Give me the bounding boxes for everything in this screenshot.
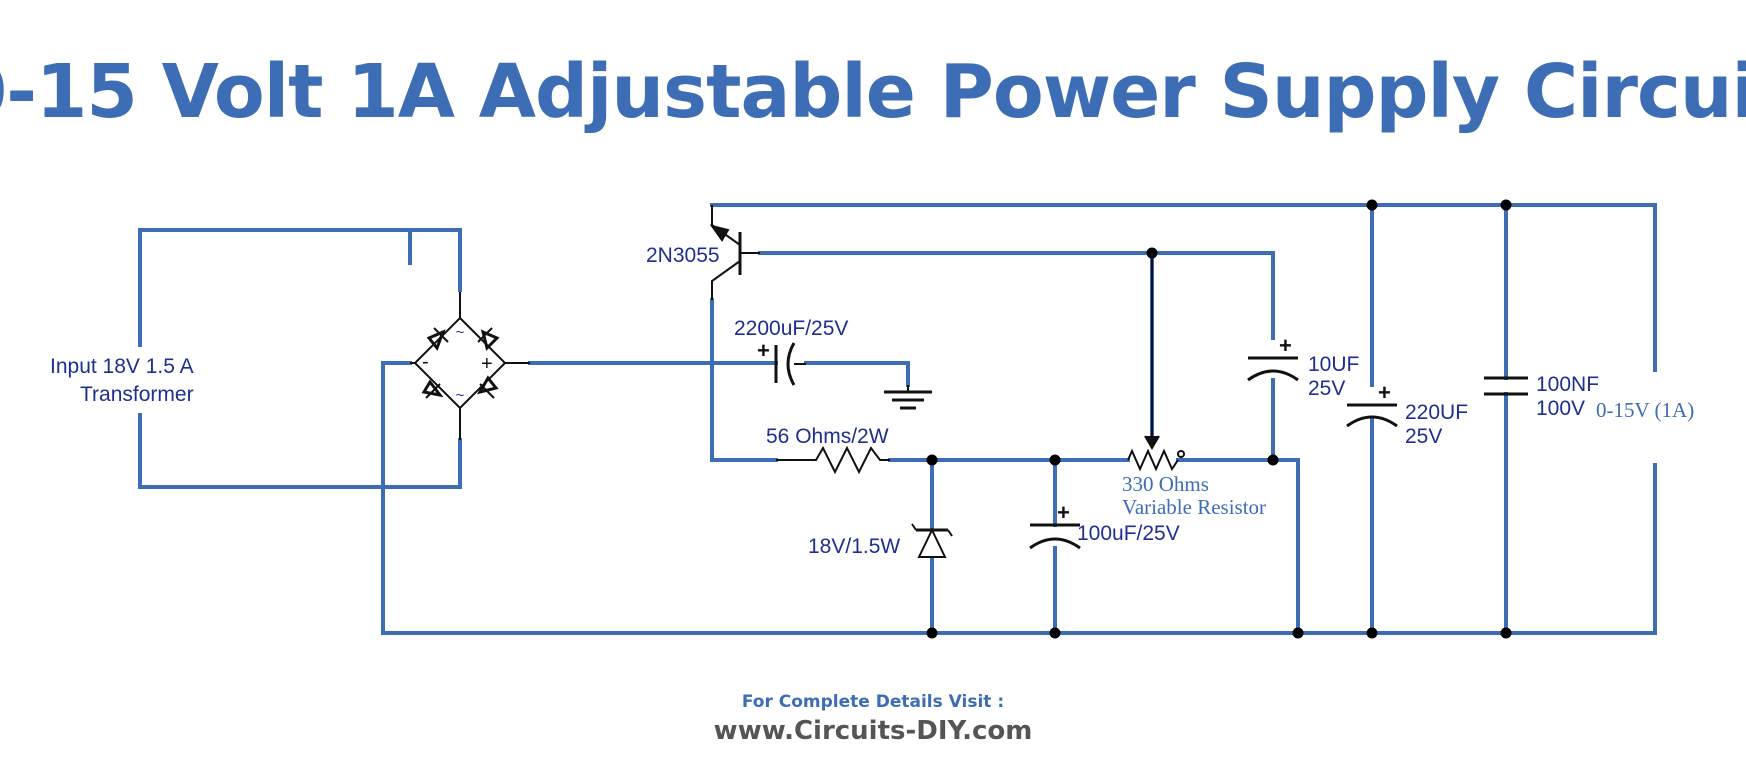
cap-220uf-label-value: 220UF	[1405, 401, 1468, 424]
capacitor-10uf	[1247, 356, 1299, 382]
footer-website-link[interactable]: www.Circuits-DIY.com	[714, 716, 1033, 746]
junction-nodes	[926, 199, 1512, 639]
capacitor-2200uf	[774, 342, 806, 386]
bridge-ac-top-label: ~	[456, 324, 465, 341]
cap-100nf-label-voltage: 100V	[1536, 397, 1585, 420]
page-title: 0-15 Volt 1A Adjustable Power Supply Cir…	[0, 49, 1746, 135]
bridge-rectifier: ~ ~ - +	[413, 316, 507, 410]
zener-label: 18V/1.5W	[808, 535, 900, 558]
transformer-label-line2: Transformer	[80, 383, 194, 406]
cap-100uf-polarity: +	[1057, 500, 1070, 525]
potentiometer-330-ohm	[1127, 253, 1185, 472]
bridge-plus-label: +	[481, 353, 493, 375]
transformer-label-line1: Input 18V 1.5 A	[50, 355, 194, 378]
transistor-2n3055	[709, 205, 760, 300]
cap-220uf-label-voltage: 25V	[1405, 425, 1442, 448]
zener-diode	[911, 523, 953, 558]
cap-100uf-label: 100uF/25V	[1077, 522, 1180, 545]
cap-220uf-polarity: +	[1378, 380, 1391, 405]
transistor-label: 2N3055	[646, 244, 720, 267]
pot-label-desc: Variable Resistor	[1122, 495, 1266, 519]
cap-2200uf-polarity: +	[757, 338, 770, 363]
footer-visit-text: For Complete Details Visit :	[742, 692, 1004, 712]
cap-10uf-polarity: +	[1279, 333, 1292, 358]
bridge-minus-label: -	[422, 351, 429, 373]
capacitor-100nf	[1484, 376, 1528, 396]
cap-2200uf-label: 2200uF/25V	[734, 317, 848, 340]
cap-100nf-label-value: 100NF	[1536, 373, 1599, 396]
output-label: 0-15V (1A)	[1596, 398, 1694, 422]
pot-label-value: 330 Ohms	[1122, 472, 1209, 496]
resistor-56-ohm	[776, 445, 890, 475]
resistor-label: 56 Ohms/2W	[766, 425, 889, 448]
cap-10uf-label-value: 10UF	[1308, 353, 1359, 376]
capacitor-220uf	[1346, 403, 1398, 428]
cap-10uf-label-voltage: 25V	[1308, 377, 1345, 400]
ground-icon	[884, 385, 932, 410]
capacitor-100uf	[1029, 523, 1081, 550]
bridge-ac-bottom-label: ~	[456, 387, 465, 404]
